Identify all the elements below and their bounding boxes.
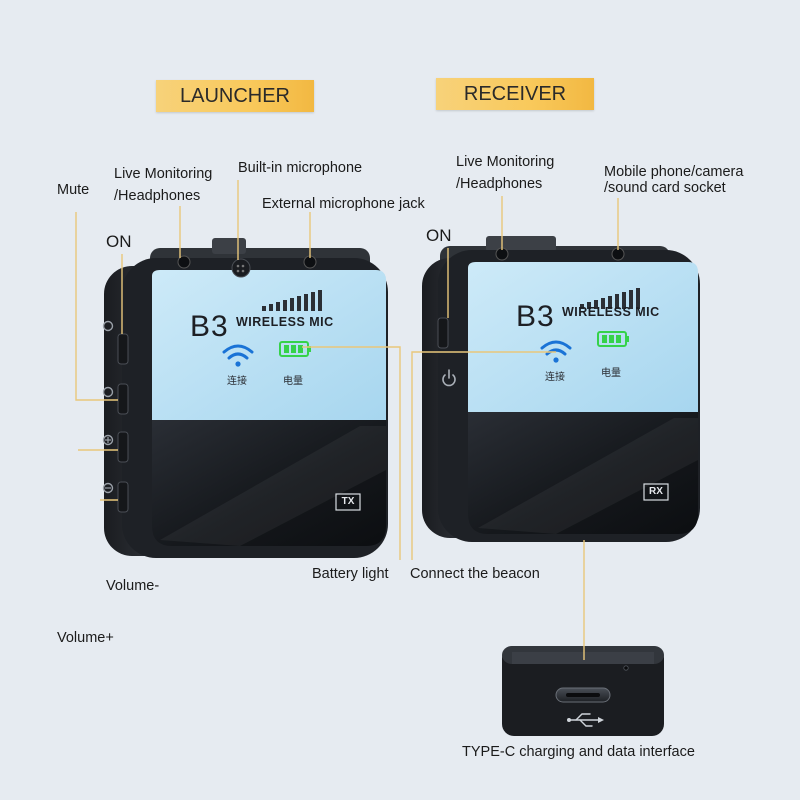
rx-badge: RX <box>649 486 663 497</box>
callout-connect-beacon: Connect the beacon <box>410 566 540 582</box>
tx-clip <box>212 238 246 254</box>
tx-minus-icon <box>102 482 114 494</box>
callout-rx-on: ON <box>426 226 452 245</box>
usb-icon <box>567 713 604 727</box>
rx-power-text: 电量 <box>601 368 621 379</box>
leader-lines <box>75 180 619 660</box>
rx-battery-icon <box>597 331 629 347</box>
rx-screen <box>468 262 698 412</box>
tx-volume-minus-button[interactable] <box>117 481 129 513</box>
transmitter-device <box>102 238 388 558</box>
callout-tx-live-monitoring: Live Monitoring <box>114 166 213 182</box>
tx-product-name: WIRELESS MIC <box>236 315 334 329</box>
tx-glass <box>152 420 386 546</box>
rx-power-icon <box>442 369 456 387</box>
tx-mic-grille <box>231 258 251 278</box>
launcher-tag: LAUNCHER <box>156 80 314 112</box>
type-c-closeup <box>502 646 664 736</box>
callout-volume-plus: Volume+ <box>57 630 114 646</box>
tx-power-icon <box>102 320 114 332</box>
tx-battery-icon <box>279 341 311 357</box>
callout-volume-minus: Volume- <box>106 578 160 594</box>
tx-power-button[interactable] <box>117 333 129 365</box>
tx-connect-text: 连接 <box>227 376 247 387</box>
tx-settings-icon <box>102 386 114 398</box>
callout-rx-live-monitoring: Live Monitoring <box>456 154 555 170</box>
callout-mute: Mute <box>57 182 90 198</box>
tx-plus-icon <box>102 434 114 446</box>
callout-type-c: TYPE-C charging and data interface <box>462 744 695 760</box>
callout-rx-socket-1: Mobile phone/camera <box>604 164 744 180</box>
tx-screen <box>152 270 386 420</box>
tx-signal-bars-icon <box>262 290 322 311</box>
rx-clip <box>486 236 556 252</box>
rx-product-name: WIRELESS MIC <box>562 305 660 319</box>
rx-power-button[interactable] <box>437 317 449 349</box>
rx-badge-frame <box>643 483 669 501</box>
tx-power-text: 电量 <box>283 376 303 387</box>
tx-badge-frame <box>335 493 361 511</box>
rx-wifi-icon <box>540 340 572 356</box>
callout-tx-headphones: /Headphones <box>114 188 201 204</box>
receiver-tag: RECEIVER <box>436 78 594 110</box>
callout-rx-headphones: /Headphones <box>456 176 543 192</box>
callout-tx-on: ON <box>106 232 132 251</box>
rx-signal-bars-icon <box>580 288 640 309</box>
tx-headphone-port <box>177 255 191 269</box>
rx-glass <box>468 412 698 534</box>
callout-builtin-mic: Built-in microphone <box>238 160 363 176</box>
tx-brand: B3 <box>190 310 229 343</box>
tx-badge: TX <box>341 496 355 507</box>
callout-rx-socket-2: /sound card socket <box>604 180 726 196</box>
tx-mute-button[interactable] <box>117 383 129 415</box>
rx-connect-text: 连接 <box>545 372 565 383</box>
callout-battery-light: Battery light <box>312 566 389 582</box>
receiver-device <box>422 236 700 542</box>
tx-volume-plus-button[interactable] <box>117 431 129 463</box>
tx-wifi-icon <box>222 344 254 360</box>
callout-external-jack: External microphone jack <box>262 196 425 212</box>
rx-brand: B3 <box>516 300 555 333</box>
